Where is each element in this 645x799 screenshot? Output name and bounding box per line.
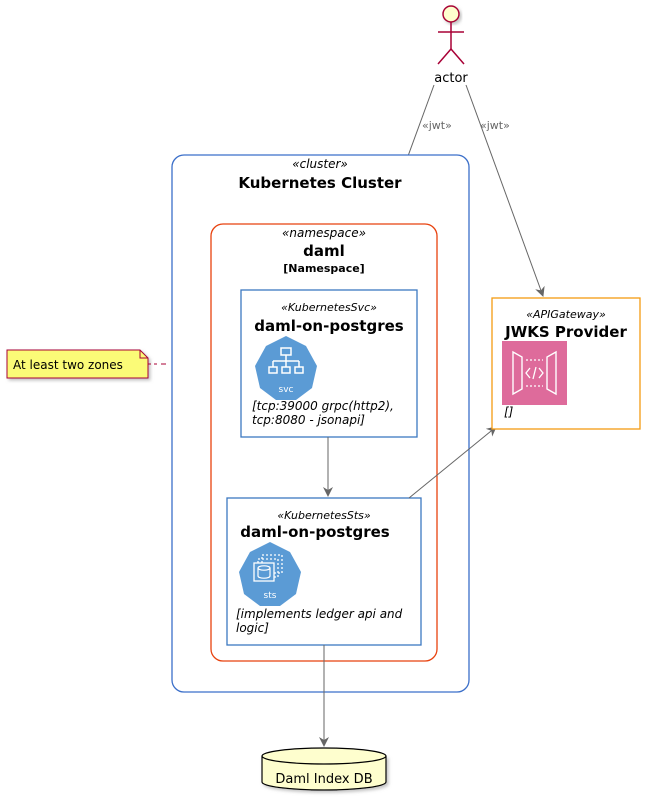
namespace-title: daml (303, 242, 345, 260)
note[interactable]: At least two zones (6, 349, 166, 379)
service-desc-line2: tcp:8080 - jsonapi] (252, 413, 365, 427)
statefulset-stereotype: «KubernetesSts» (277, 509, 371, 522)
kubernetes-sts-icon: sts (239, 542, 301, 606)
edge-label-jwt-gateway: «jwt» (480, 119, 510, 132)
database-label: Daml Index DB (275, 772, 372, 787)
namespace-stereotype: «namespace» (282, 226, 366, 240)
edge-sts-to-gateway (408, 426, 497, 499)
service-stereotype: «KubernetesSvc» (281, 301, 377, 314)
api-gateway-icon (502, 341, 567, 405)
actor-head (442, 5, 460, 23)
actor[interactable]: actor (434, 5, 468, 86)
statefulset-node[interactable]: «KubernetesSts» daml-on-postgres sts [im… (226, 497, 422, 646)
database-node[interactable]: Daml Index DB (261, 747, 387, 791)
actor-label: actor (434, 71, 468, 86)
note-text: At least two zones (13, 358, 123, 372)
service-desc-line1: [tcp:39000 grpc(http2), (252, 399, 394, 413)
gateway-title: JWKS Provider (504, 323, 627, 341)
sts-icon-label: sts (264, 591, 277, 601)
service-node[interactable]: «KubernetesSvc» daml-on-postgres svc [tc… (240, 289, 418, 438)
gateway-desc: [] (504, 405, 514, 419)
cluster-title: Kubernetes Cluster (238, 174, 402, 192)
svc-icon-label: svc (279, 385, 294, 395)
gateway-node[interactable]: «APIGateway» JWKS Provider [] (491, 297, 641, 430)
kubernetes-svc-icon: svc (255, 336, 317, 400)
statefulset-title: daml-on-postgres (240, 523, 390, 541)
gateway-stereotype: «APIGateway» (526, 308, 606, 321)
namespace-type: [Namespace] (283, 262, 364, 275)
edge-label-jwt-svc: «jwt» (422, 119, 452, 132)
statefulset-desc-line1: [implements ledger api and (236, 607, 403, 621)
statefulset-desc-line2: logic] (236, 621, 269, 635)
service-title: daml-on-postgres (254, 317, 404, 335)
edge-actor-to-gateway: «jwt» (465, 84, 545, 297)
cluster-stereotype: «cluster» (292, 157, 348, 171)
